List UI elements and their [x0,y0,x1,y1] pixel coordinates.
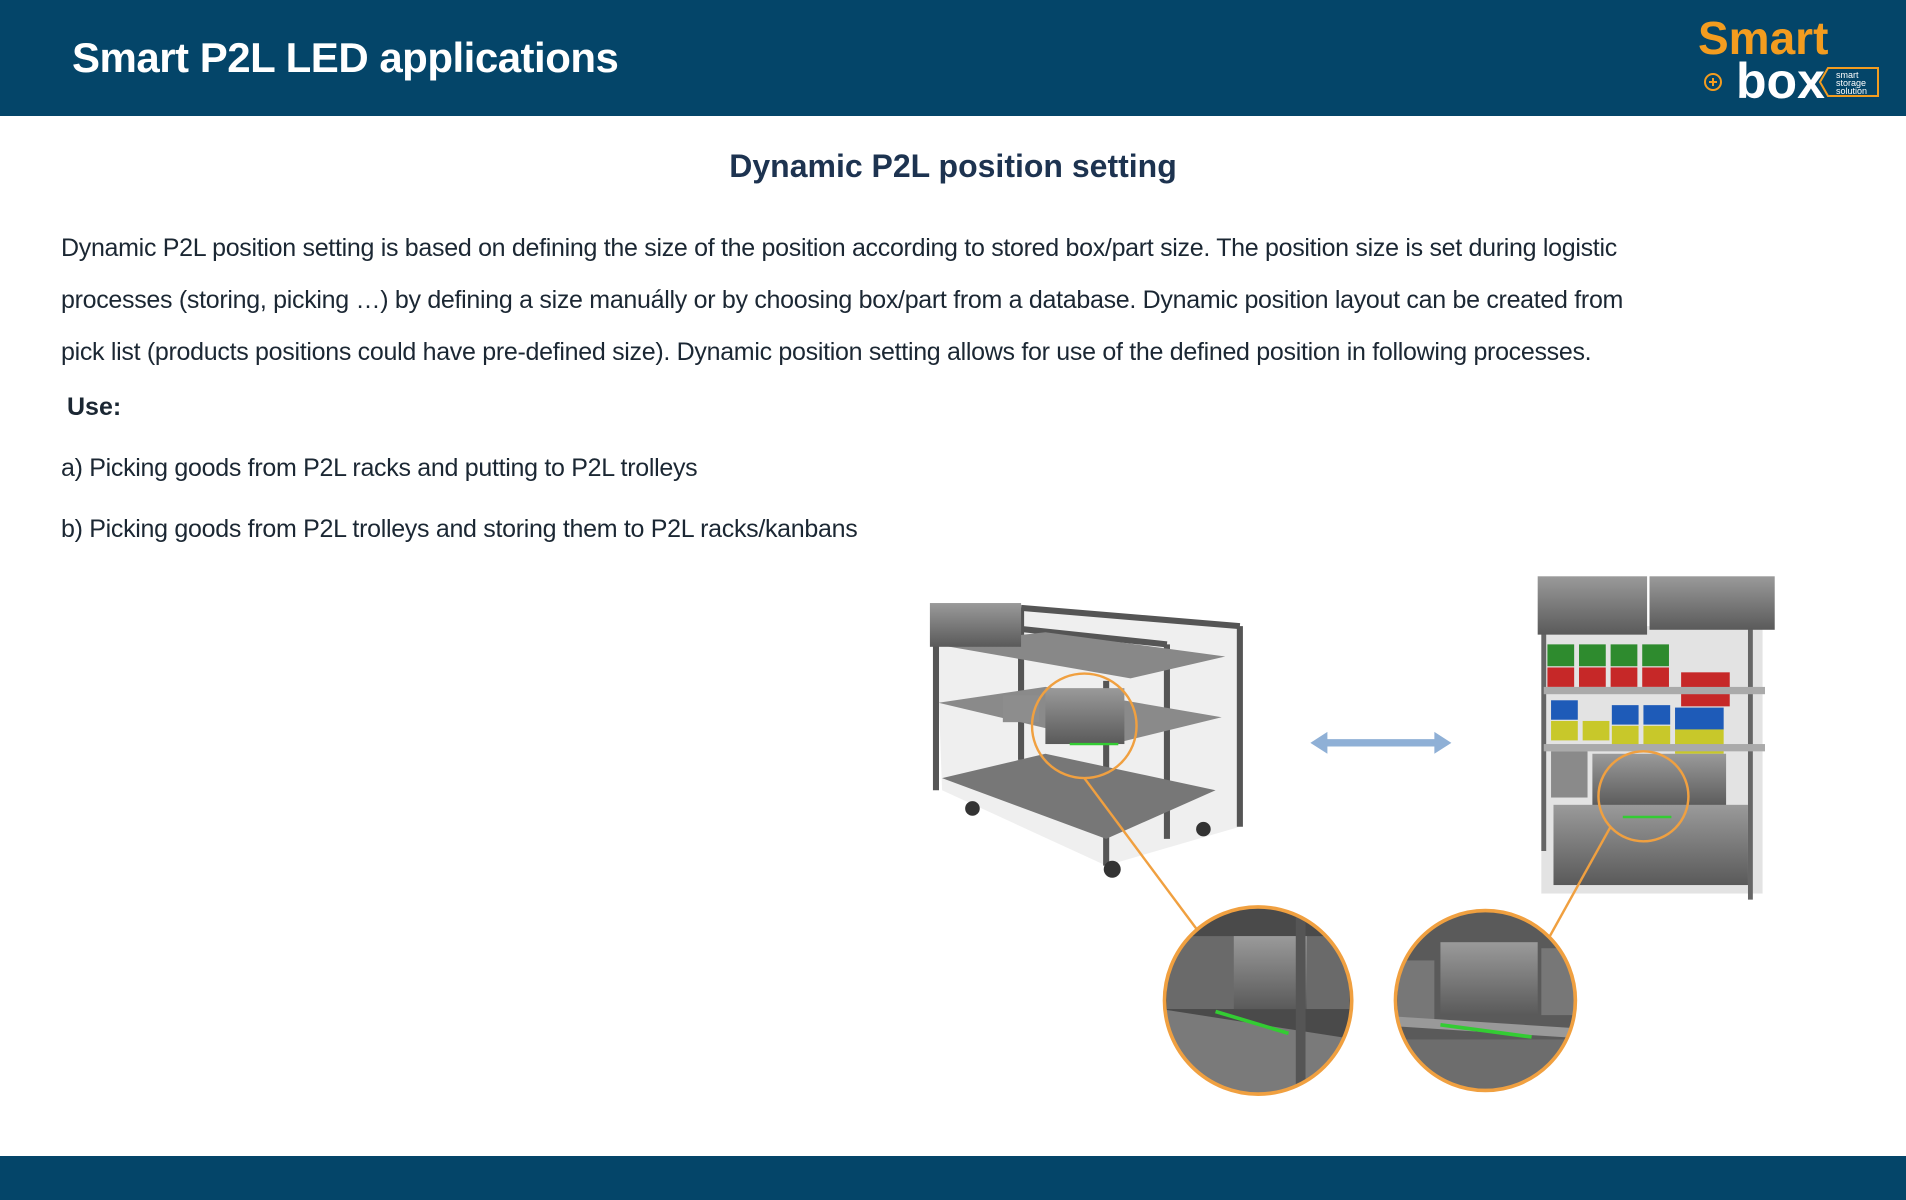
svg-text:smart: smart [1836,70,1859,80]
svg-text:storage: storage [1836,78,1866,88]
paragraph-line: processes (storing, picking …) by defini… [61,286,1624,314]
rack-detail-image [1395,910,1576,1091]
section-title: Dynamic P2L position setting [729,148,1177,184]
double-arrow-icon [1310,731,1452,754]
svg-text:Smart: Smart [1698,12,1828,64]
use-label: Use: [67,393,122,421]
header-title: Smart P2L LED applications [72,34,619,81]
header-bar: Smart P2L LED applications Smart box sma… [0,0,1906,116]
svg-text:solution: solution [1836,86,1867,96]
svg-text:box: box [1736,53,1825,106]
p2l-trolley-image [929,603,1243,878]
p2l-rack-image [1537,576,1775,900]
paragraph-line: pick list (products positions could have… [61,338,1592,366]
description-paragraph: Dynamic P2L position setting is based on… [61,222,1861,378]
paragraph-line: Dynamic P2L position setting is based on… [61,234,1617,262]
smartbox-logo: Smart box smart storage solution [1698,12,1879,106]
trolley-detail-image [1164,906,1352,1095]
use-item-b: b) Picking goods from P2L trolleys and s… [61,515,858,543]
zoom-callouts [1030,672,1690,937]
use-item-a: a) Picking goods from P2L racks and putt… [61,454,698,482]
footer-bar [0,1156,1906,1200]
